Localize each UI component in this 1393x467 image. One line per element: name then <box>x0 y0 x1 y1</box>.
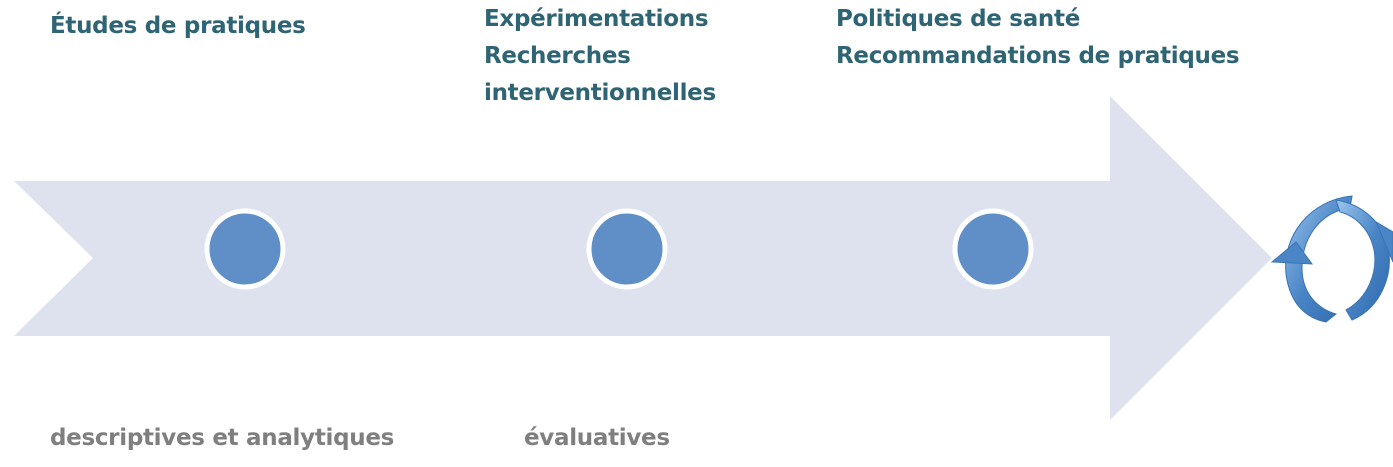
stage-2-title: Expérimentations Recherches intervention… <box>484 1 716 112</box>
stage-2-title-line-2: Recherches <box>484 43 631 69</box>
stage-2-title-line-3: interventionnelles <box>484 80 716 106</box>
stage-1-title: Études de pratiques <box>50 8 306 45</box>
stage-2-title-line-1: Expérimentations <box>484 6 709 32</box>
stage-3-title-line-1: Politiques de santé <box>836 6 1080 32</box>
cycle-arrows-icon <box>1270 195 1393 323</box>
stage-3-title-line-2: Recommandations de pratiques <box>836 43 1240 69</box>
stage-node-3 <box>952 208 1034 290</box>
stage-2-subtitle: évaluatives <box>524 425 670 451</box>
stage-1-subtitle: descriptives et analytiques <box>50 425 395 451</box>
stage-node-1 <box>204 208 286 290</box>
stage-3-title: Politiques de santé Recommandations de p… <box>836 1 1240 75</box>
stage-node-2 <box>586 208 668 290</box>
stage-1-title-line-1: Études de pratiques <box>50 13 306 39</box>
